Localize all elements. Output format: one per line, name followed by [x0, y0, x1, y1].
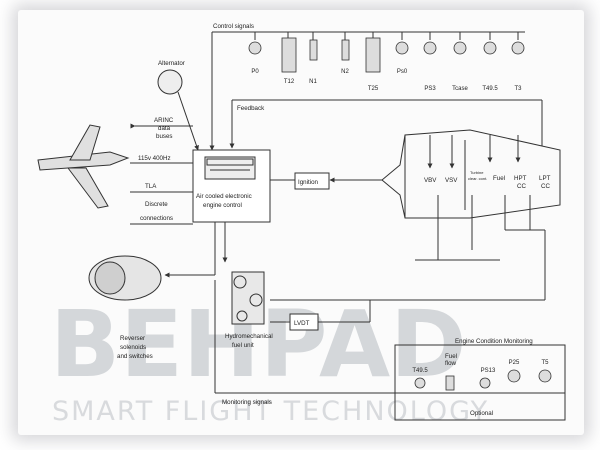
eec-label-2: engine control: [203, 202, 242, 209]
alternator-label: Alternator: [158, 60, 185, 67]
monitoring-signals-label: Monitoring signals: [222, 399, 272, 406]
ecm-sensor-labels: T49.5 PS13 P25 T5: [412, 360, 549, 374]
lvdt-label: LVDT: [294, 320, 310, 327]
lpt-cc-label-2: CC: [541, 183, 550, 190]
sensor-label: T12: [284, 79, 295, 85]
airplane-icon: [37, 151, 130, 171]
vbv-label: VBV: [424, 177, 437, 184]
ecm-box: [394, 344, 566, 421]
sensor-label: T25: [368, 86, 379, 92]
ecm-title: Engine Condition Monitoring: [455, 338, 533, 345]
ecm-sensor-label: PS13: [481, 368, 496, 374]
fuel-label: Fuel: [493, 175, 505, 182]
ecm-sensor-label: P25: [509, 360, 520, 366]
ignition-label: Ignition: [298, 179, 319, 186]
arinc-label-2: data: [158, 125, 171, 132]
sensor-label: T49.5: [482, 86, 498, 92]
sensor-label: PS3: [424, 86, 436, 92]
hpt-cc-label-2: CC: [517, 183, 526, 190]
arinc-label-3: buses: [156, 133, 173, 140]
sensor-label: T3: [514, 86, 522, 92]
reverser-label-3: and switches: [117, 353, 153, 360]
tla-label: TLA: [145, 183, 157, 190]
reverser-label-2: solenoids: [120, 344, 146, 351]
eec-label: Air cooled electronic: [196, 193, 252, 200]
lpt-cc-label: LPT: [539, 175, 551, 182]
feedback-label: Feedback: [237, 105, 265, 112]
alternator-icon: [157, 69, 183, 95]
arinc-label: ARINC: [154, 117, 174, 124]
fuel-flow-label: Fuel: [445, 353, 457, 360]
control-signals-label: Control signals: [213, 23, 254, 30]
power-label: 115v 400Hz: [138, 155, 171, 162]
tcc-label-2: clear. cont.: [468, 176, 487, 181]
watermark-tagline: SMART FLIGHT TECHNOLOGY: [52, 396, 489, 427]
sensor-label: Ps0: [397, 69, 408, 75]
fuel-flow-label-2: flow: [445, 360, 457, 367]
sensor-label: Tcase: [452, 86, 468, 92]
diagram-frame: [18, 10, 584, 435]
reverser-label: Reverser: [120, 335, 145, 342]
hmu-label-2: fuel unit: [232, 342, 254, 349]
hmu-label: Hydromechanical: [225, 333, 273, 340]
ignition-box: [294, 172, 330, 190]
discrete-label-2: connections: [140, 215, 173, 222]
ecm-sensor-label: T49.5: [412, 368, 428, 374]
discrete-label: Discrete: [145, 201, 168, 208]
ecm-optional-label: Optional: [470, 410, 493, 417]
hpt-cc-label: HPT: [514, 175, 527, 182]
sensor-label: N2: [341, 69, 349, 75]
ecm-sensor-label: T5: [541, 360, 549, 366]
vsv-label: VSV: [445, 177, 458, 184]
tcc-label: Turbine: [470, 170, 484, 175]
engine-outline: [381, 129, 561, 219]
sensor-label: N1: [309, 79, 317, 85]
sensor-label: P0: [251, 69, 259, 75]
